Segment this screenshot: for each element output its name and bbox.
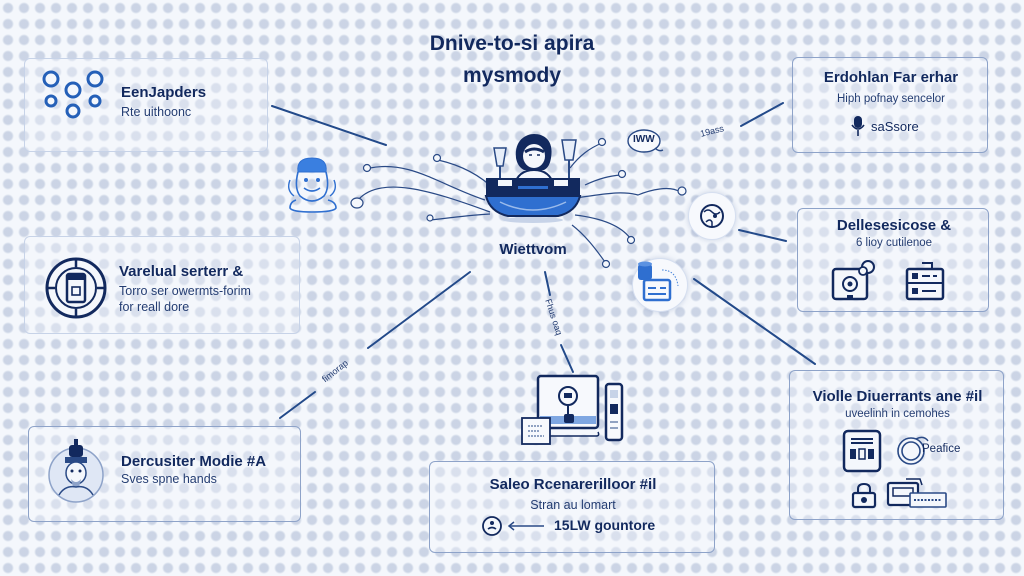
card-mid-right[interactable]: Dellesesicose & 6 lioy cutilenoe: [797, 208, 989, 312]
server-badge-icon: [45, 257, 107, 319]
keyboard-device-icon: [886, 478, 947, 508]
file-list-icon: [905, 262, 945, 301]
edge-bottom-left-a: [279, 391, 316, 419]
title-line-1: Dnive-to-si apira: [429, 32, 595, 55]
database-node[interactable]: [632, 258, 688, 312]
microphone-icon: [851, 116, 865, 136]
globe-badge-label: Peafice: [922, 443, 961, 455]
card-mid-right-title: Dellesesicose &: [836, 217, 952, 234]
database-icon: [638, 261, 679, 302]
person-avatar-icon: [48, 439, 104, 503]
card-bottom-right-title: Violle Diuerrants ane #il: [812, 388, 983, 405]
card-top-right-title: Erdohlan Far erhar: [823, 69, 959, 86]
chat-bubble-text: IWW: [633, 134, 655, 145]
wire-right-2: [584, 174, 621, 186]
card-top-left-subtitle: Rte uithoonc: [121, 105, 192, 119]
edge-top-left: [271, 105, 387, 146]
edge-bottom-center-a: [544, 271, 551, 296]
card-mid-left-subtitle-2: for reall dore: [119, 300, 190, 314]
card-top-left[interactable]: EenJapders Rte uithoonc: [24, 58, 268, 152]
card-bottom-center-title: Saleo Rcenarerilloor #il: [489, 476, 657, 493]
wire-left-2: [369, 165, 486, 201]
chat-bubble-node[interactable]: IWW: [625, 128, 665, 156]
card-top-right[interactable]: Erdohlan Far erhar Hiph pofnay sencelor …: [792, 57, 988, 153]
card-bottom-left-title: Dercusiter Modie #A: [121, 453, 267, 470]
center-node[interactable]: Wiettvom: [478, 128, 588, 268]
card-bottom-left-subtitle: Sves spne hands: [121, 472, 217, 486]
card-bottom-center[interactable]: Saleo Rcenarerilloor #il Stran au lomart…: [429, 461, 715, 553]
wire-left-3: [357, 186, 491, 213]
edge-bottom-center-b: [560, 344, 574, 373]
card-top-right-subtitle: Hiph pofnay sencelor: [836, 93, 946, 105]
left-arrow-icon: [507, 521, 544, 531]
card-mid-left-title: Varelual serterr &: [119, 263, 244, 280]
edge-label-top-right: 19ass: [699, 123, 725, 139]
card-top-right-footer: saSsore: [871, 119, 919, 134]
card-top-left-title: EenJapders: [121, 84, 207, 101]
edge-label-bottom-center: Fhus oaq: [543, 297, 565, 337]
chat-bubble-icon: [627, 129, 664, 153]
card-mid-left[interactable]: Varelual serterr & Torro ser owermts-for…: [24, 236, 300, 334]
card-bottom-left[interactable]: Dercusiter Modie #A Sves spne hands: [28, 426, 301, 522]
title-line-2: mysmody: [462, 63, 562, 87]
cartoon-face-icon: [287, 157, 337, 213]
edge-mid-right: [738, 229, 787, 242]
globe-badge-icon: [897, 436, 929, 465]
center-label: Wiettvom: [499, 241, 567, 258]
left-avatar-node[interactable]: [284, 152, 342, 214]
card-mid-left-subtitle-1: Torro ser owermts-forim: [119, 284, 251, 298]
globe-icon: [700, 204, 724, 228]
card-bottom-center-footer: 15LW gountore: [554, 517, 656, 533]
device-panel-icon: [842, 429, 882, 473]
camera-folder-icon: [831, 260, 875, 301]
devices-node[interactable]: [520, 374, 630, 452]
laptop-phone-icon: [521, 374, 624, 445]
edge-label-bottom-left: fimorap: [320, 357, 350, 385]
person-at-console-icon: [484, 134, 582, 223]
globe-node[interactable]: [688, 192, 736, 240]
network-nodes-icon: [42, 70, 104, 119]
diagram-title: Dnive-to-si apira mysmody: [0, 28, 1024, 91]
card-mid-right-subtitle: 6 lioy cutilenoe: [855, 237, 933, 249]
edge-bottom-left-b: [367, 271, 471, 349]
edge-top-right: [740, 102, 784, 127]
lock-icon: [851, 482, 877, 509]
wire-right-3: [574, 187, 681, 199]
card-bottom-right-subtitle: uveelinh in cemohes: [845, 408, 950, 420]
card-bottom-center-subtitle: Stran au lomart: [530, 498, 616, 512]
card-bottom-right[interactable]: Violle Diuerrants ane #il uveelinh in ce…: [789, 370, 1004, 520]
user-badge-icon[interactable]: [481, 515, 503, 537]
